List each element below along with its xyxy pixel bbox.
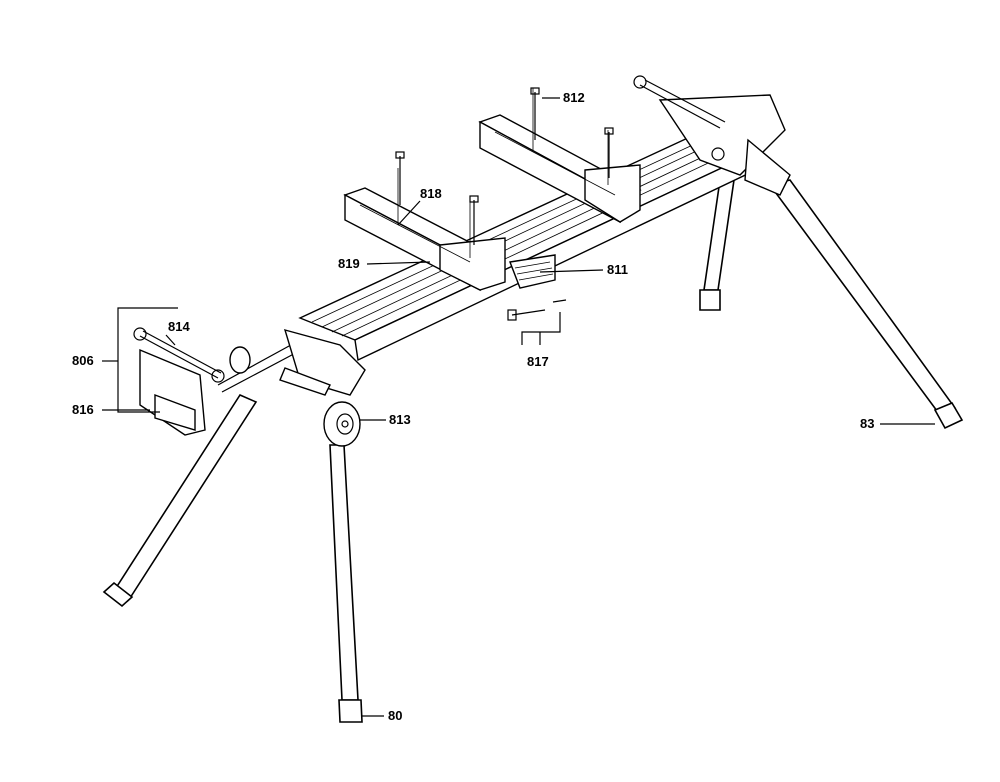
callout-80: 80 <box>388 708 403 723</box>
carry-handle-811 <box>509 254 556 289</box>
left-front-leg <box>102 393 258 608</box>
callout-818: 818 <box>420 186 442 201</box>
center-leg <box>329 444 363 723</box>
bolts <box>395 87 614 245</box>
callout-813: 813 <box>389 412 411 427</box>
right-rear-leg <box>768 179 964 430</box>
left-pivot-bracket <box>279 328 366 396</box>
callout-817: 817 <box>527 354 549 369</box>
pin-hardware-817 <box>507 299 567 321</box>
callout-814: 814 <box>168 319 190 334</box>
leader-lines <box>102 97 935 717</box>
callout-806: 806 <box>72 353 94 368</box>
wheel-813 <box>229 346 361 447</box>
extension-arm-812 <box>478 88 642 224</box>
callout-819: 819 <box>338 256 360 271</box>
left-end-support <box>133 327 306 436</box>
extension-arm-818 <box>343 168 506 292</box>
callout-812: 812 <box>563 90 585 105</box>
right-end-support <box>633 75 791 196</box>
callout-83: 83 <box>860 416 875 431</box>
callout-816: 816 <box>72 402 94 417</box>
callout-811: 811 <box>607 262 628 277</box>
right-front-leg <box>699 179 735 311</box>
